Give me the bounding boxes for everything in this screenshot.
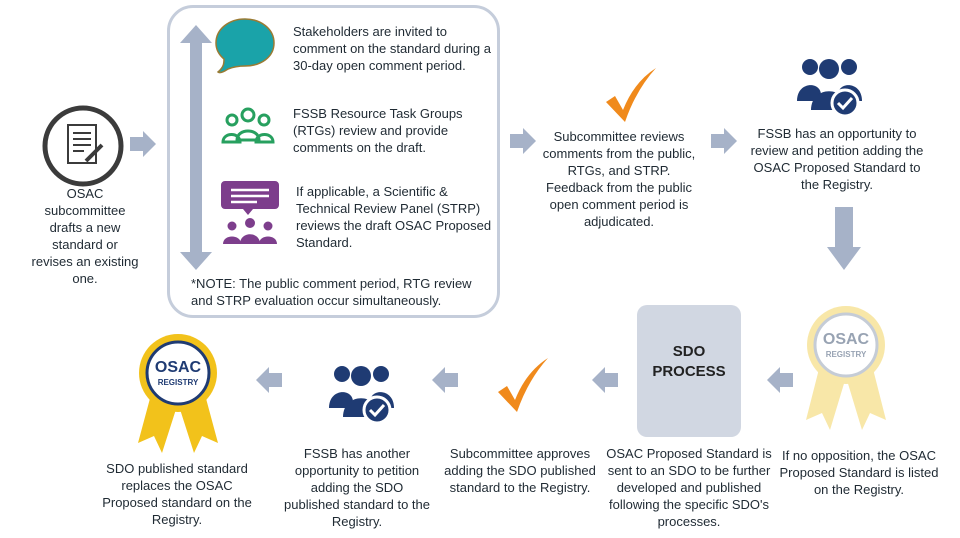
arrow-right-icon: [510, 128, 536, 154]
badge-label-osac: OSAC: [154, 359, 202, 376]
checkmark-icon: [498, 358, 548, 412]
group-icon: [221, 107, 275, 144]
step-replace-text: SDO published standard replaces the OSAC…: [102, 461, 252, 527]
step-petition-text: FSSB has an opportunity to review and pe…: [750, 126, 924, 192]
process-label: PROCESS: [652, 363, 726, 380]
double-arrow-icon: [180, 25, 212, 270]
step-adjudicate-text: Subcommittee reviews comments from the p…: [542, 129, 696, 229]
arrow-down-icon: [827, 207, 861, 270]
panel-presentation-icon: [221, 181, 279, 244]
badge-label-registry: REGISTRY: [825, 350, 867, 359]
stakeholders-text: Stakeholders are invited to comment on t…: [293, 24, 492, 73]
osac-registry-ribbon-badge: [806, 306, 886, 430]
group-check-icon: [797, 59, 862, 118]
arrow-left-icon: [256, 367, 282, 393]
strp-text: If applicable, a Scientific & Technical …: [296, 184, 492, 250]
step-petition2-text: FSSB has another opportunity to petition…: [284, 446, 430, 529]
checkmark-icon: [606, 68, 656, 122]
arrow-left-icon: [592, 367, 618, 393]
osac-registry-ribbon-badge: [138, 334, 218, 453]
step-approve-text: Subcommittee approves adding the SDO pub…: [444, 446, 596, 495]
step-listed-text: If no opposition, the OSAC Proposed Stan…: [779, 448, 939, 497]
badge-label-registry: REGISTRY: [157, 378, 199, 387]
speech-bubble-icon: [215, 18, 275, 74]
sdo-process-box: SDO PROCESS: [637, 305, 741, 437]
arrow-left-icon: [432, 367, 458, 393]
arrow-right-icon: [711, 128, 737, 154]
group-check-icon: [329, 366, 394, 425]
document-pen-icon: [42, 105, 124, 187]
note-text: *NOTE: The public comment period, RTG re…: [191, 276, 472, 308]
arrow-right-icon: [130, 131, 156, 157]
rtgs-text: FSSB Resource Task Groups (RTGs) review …: [293, 106, 463, 155]
sdo-label: SDO: [672, 343, 706, 360]
step-draft-text: OSAC subcommittee drafts a new standard …: [31, 186, 139, 286]
badge-label-osac: OSAC: [822, 331, 870, 348]
arrow-left-icon: [767, 367, 793, 393]
step-sdo-text: OSAC Proposed Standard is sent to an SDO…: [606, 446, 772, 529]
